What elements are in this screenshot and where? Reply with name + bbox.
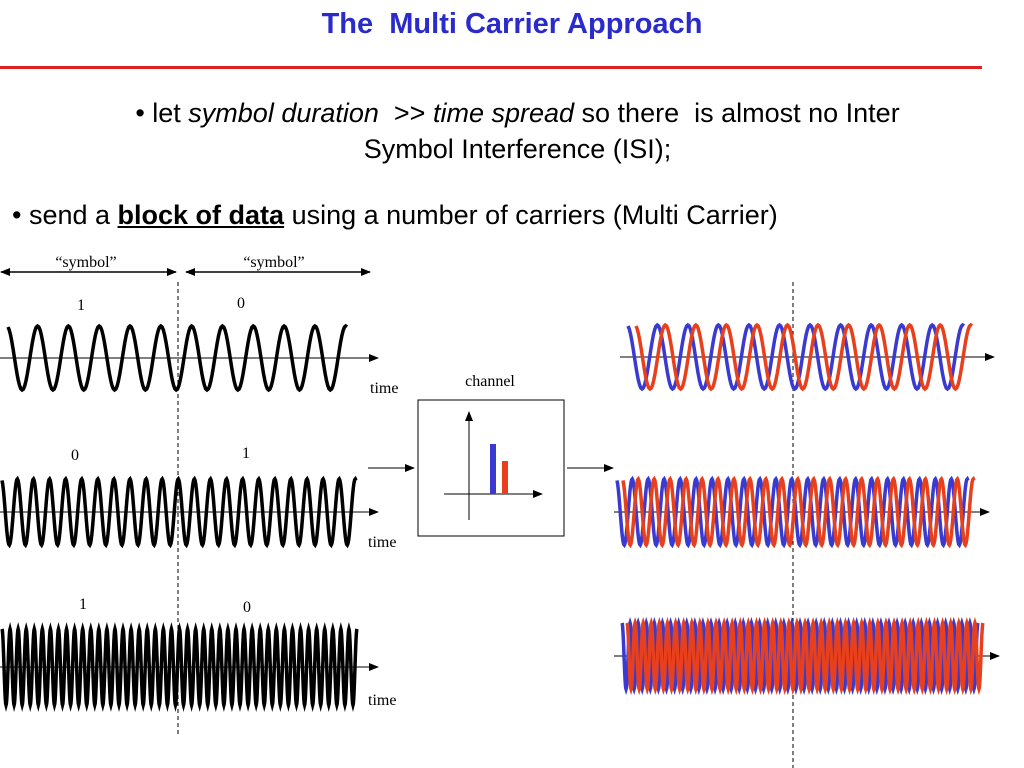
- received-wave-2-red: [621, 475, 976, 549]
- bit-label: 0: [237, 295, 245, 312]
- received-wave-1-red: [634, 322, 974, 392]
- bit-label: 0: [243, 599, 251, 616]
- bit-label: 0: [71, 447, 79, 464]
- bit-label: 1: [242, 445, 250, 462]
- title-underline: [0, 66, 982, 69]
- received-wave-1-blue: [626, 322, 966, 392]
- time-label: time: [368, 692, 396, 709]
- channel-label: channel: [465, 373, 515, 390]
- bullet-block-of-data: • send a block of data using a number of…: [12, 197, 778, 233]
- bullet-symbol-duration: • let symbol duration >> time spread so …: [20, 95, 1015, 167]
- slide-title: The Multi Carrier Approach: [321, 8, 703, 40]
- carrier-wave-1: [6, 323, 349, 393]
- bit-label: 1: [79, 596, 87, 613]
- bullet2-prefix: • send a: [12, 200, 118, 230]
- bullet1-suffix: so there is almost no Inter: [574, 98, 900, 128]
- channel-response-bar-blue: [490, 444, 496, 494]
- symbol-label-2: “symbol”: [243, 254, 304, 271]
- symbol-label-1: “symbol”: [55, 254, 116, 271]
- bullet2-bold-block-of-data: block of data: [117, 200, 285, 230]
- channel-response-bar-red: [502, 461, 508, 494]
- received-wave-3-red: [625, 616, 985, 696]
- bullet1-italic-time-spread: time spread: [432, 98, 575, 128]
- bullet2-suffix: using a number of carriers (Multi Carrie…: [284, 200, 778, 230]
- bullet1-line2: Symbol Interference (ISI);: [363, 134, 672, 164]
- time-label: time: [368, 534, 396, 551]
- bullet1-italic-symbol-duration: symbol duration: [188, 98, 379, 128]
- time-label: time: [370, 380, 398, 397]
- bullet1-prefix: • let: [135, 98, 189, 128]
- bullet1-middle: >>: [378, 98, 433, 128]
- carrier-wave-2: [0, 475, 358, 549]
- bit-label: 1: [77, 297, 85, 314]
- carrier-wave-3: [0, 622, 359, 712]
